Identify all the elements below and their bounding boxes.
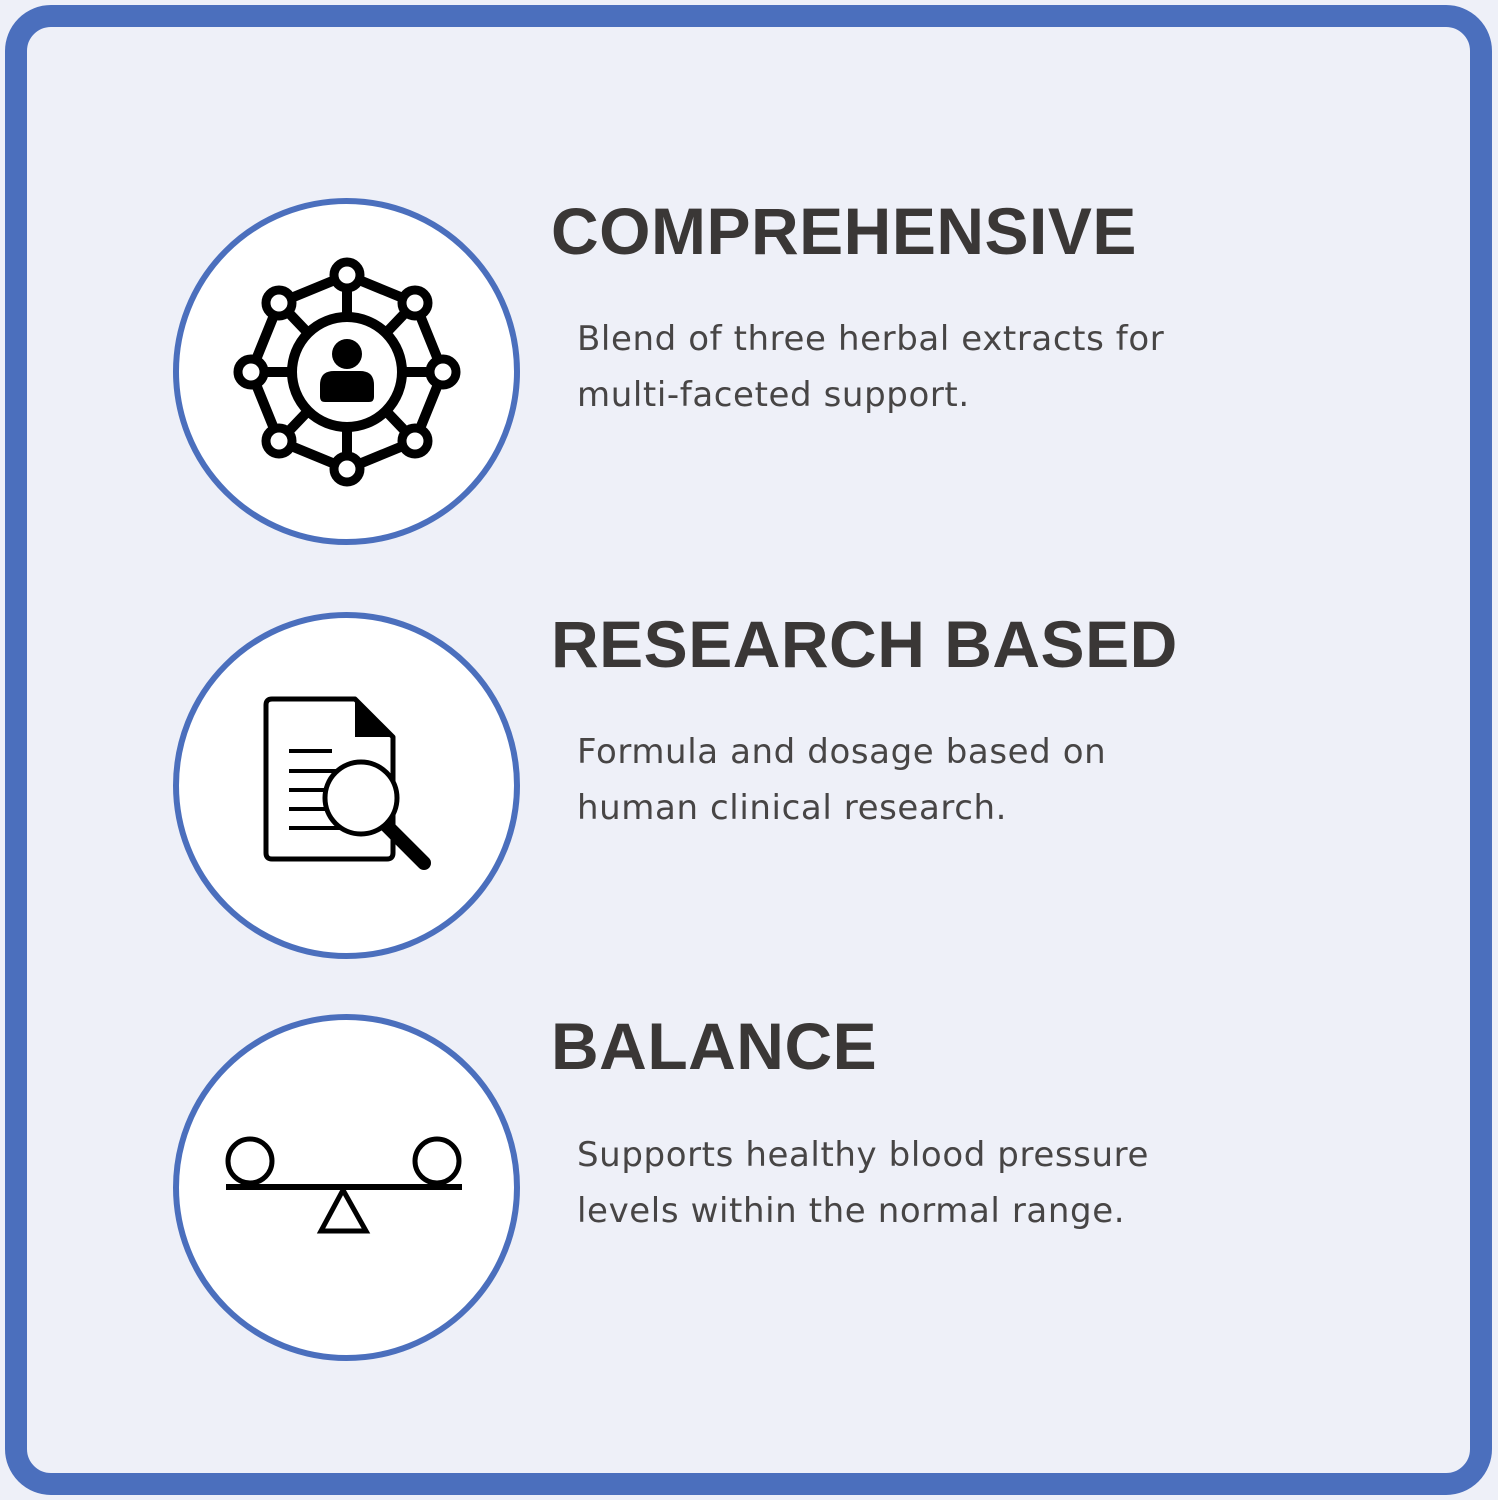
description-line: multi-faceted support.	[577, 375, 970, 415]
feature-description: Formula and dosage based on human clinic…	[577, 724, 1297, 836]
icon-circle	[173, 1014, 520, 1361]
balance-seesaw-icon	[225, 1136, 462, 1233]
icon-circle	[173, 612, 520, 959]
network-person-icon	[233, 257, 460, 486]
description-line: levels within the normal range.	[577, 1191, 1126, 1231]
icon-circle	[173, 198, 520, 545]
feature-title: COMPREHENSIVE	[551, 194, 1137, 268]
feature-description: Blend of three herbal extracts for multi…	[577, 311, 1297, 423]
description-line: human clinical research.	[577, 788, 1008, 828]
feature-title: RESEARCH BASED	[551, 607, 1178, 681]
feature-description: Supports healthy blood pressure levels w…	[577, 1127, 1297, 1239]
description-line: Blend of three herbal extracts for	[577, 319, 1165, 359]
document-search-icon	[263, 696, 431, 870]
feature-title: BALANCE	[551, 1009, 878, 1083]
description-line: Formula and dosage based on	[577, 732, 1107, 772]
description-line: Supports healthy blood pressure	[577, 1135, 1149, 1175]
